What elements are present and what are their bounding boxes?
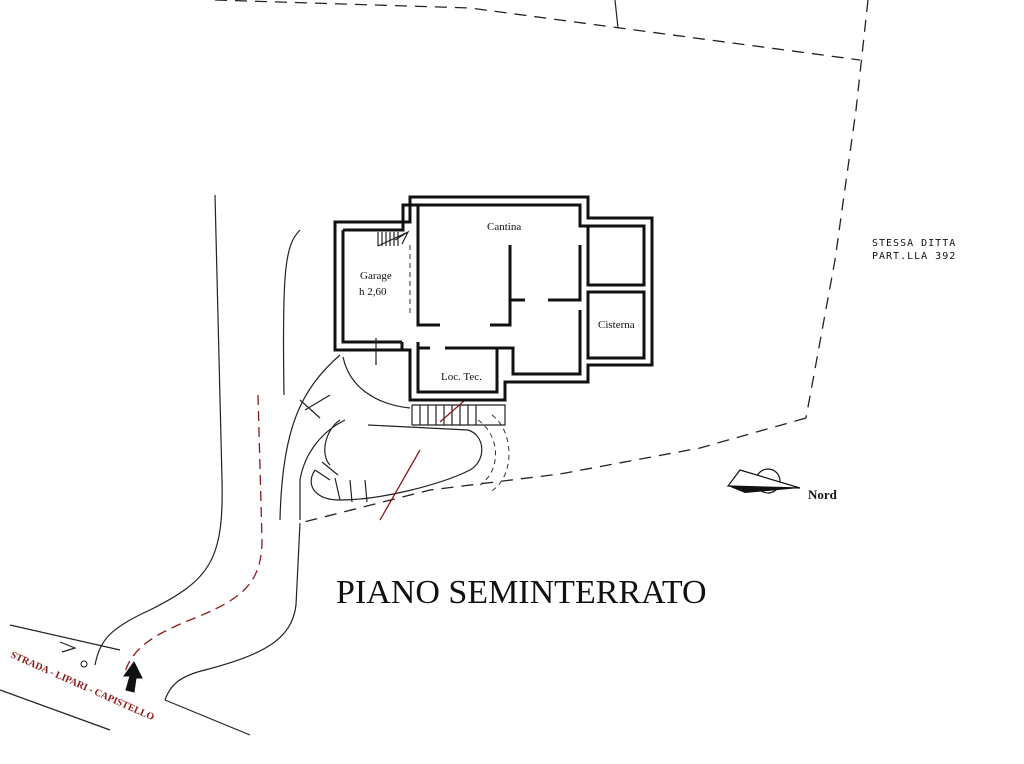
building-walls — [333, 195, 654, 402]
access-road — [94, 194, 301, 701]
loc-tec-label: Loc. Tec. — [441, 371, 482, 383]
property-boundary — [214, 0, 869, 524]
ramp-steps — [314, 399, 506, 521]
garage-height-label: h 2,60 — [359, 286, 387, 298]
entrance-arrow-icon — [123, 661, 143, 693]
drawing-title: PIANO SEMINTERRATO — [336, 574, 707, 611]
cantina-label: Cantina — [487, 221, 521, 233]
north-compass-icon — [726, 468, 801, 494]
north-label: Nord — [808, 487, 838, 502]
garage-label: Garage — [360, 270, 392, 282]
neighbor-owner-label: STESSA DITTA — [872, 238, 956, 249]
neighbor-parcel-label: PART.LLA 392 — [872, 251, 956, 262]
curved-ramp — [279, 229, 510, 521]
street-edges — [0, 624, 251, 736]
garage-stair — [377, 230, 410, 247]
cisterna-label: Cisterna — [598, 319, 635, 331]
